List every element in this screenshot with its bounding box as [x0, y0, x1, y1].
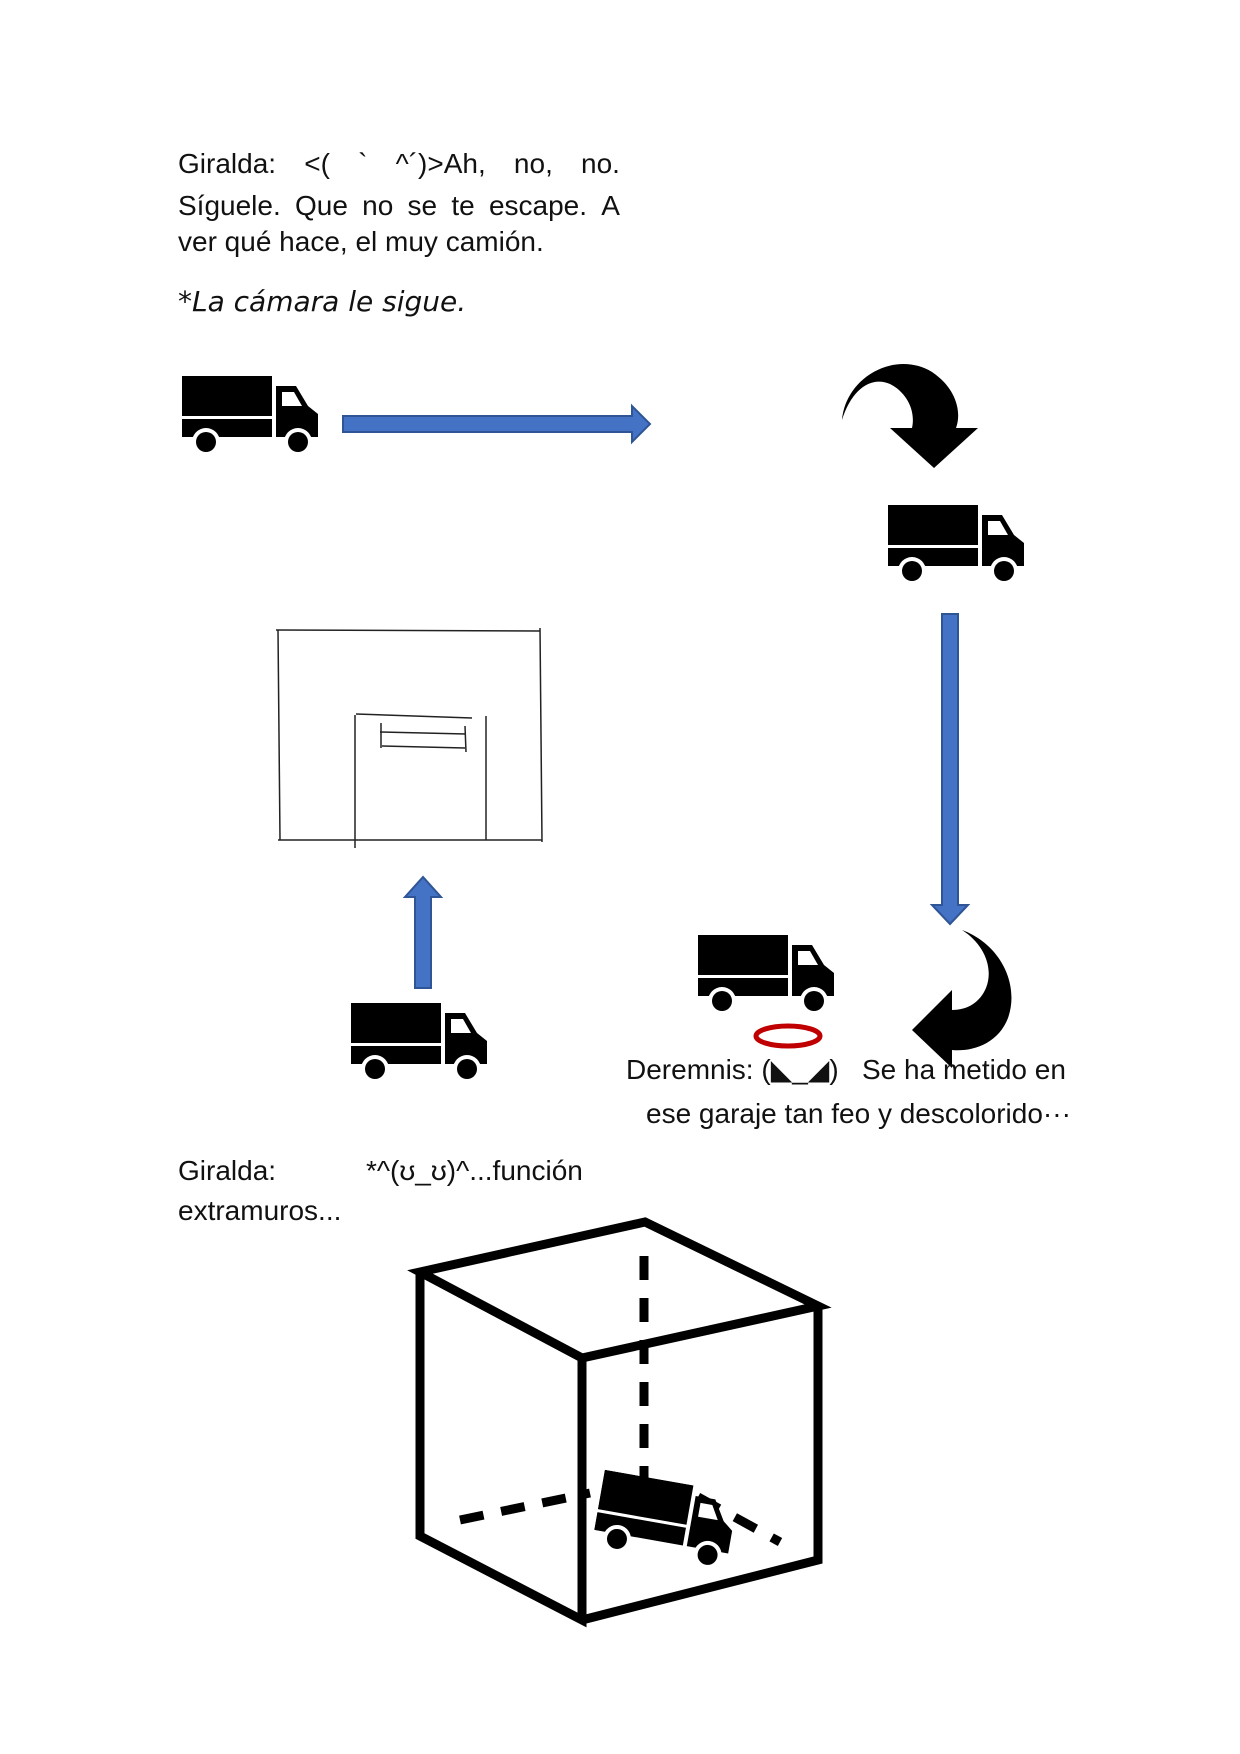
word: Giralda: — [178, 148, 277, 179]
arrow-down-icon — [929, 613, 971, 926]
word: se — [407, 190, 438, 221]
dialogue2-speaker: Giralda: — [178, 1155, 277, 1186]
word: Que — [294, 190, 348, 221]
emoticon: ◣_◢ — [770, 1054, 830, 1085]
dialogue-line-1: Giralda: <( ` ^´)>Ah, no, no. — [178, 146, 620, 182]
cube-icon — [407, 1217, 832, 1628]
curved-arrow-left-icon — [912, 930, 1012, 1068]
arrow-right-icon — [342, 403, 652, 445]
word: ^´)>Ah, — [395, 148, 486, 179]
deremnis-line-2: ese garaje tan feo y descolorido··· — [646, 1098, 1071, 1129]
dialogue-line-2: Síguele. Que no se te escape. A — [178, 188, 620, 224]
dialogue2-face: *^(ʊ_ʊ)^...función — [366, 1155, 583, 1186]
truck-icon — [698, 935, 834, 1015]
word: no, — [513, 148, 553, 179]
word: te — [451, 190, 475, 221]
dialogue-line-3: ver qué hace, el muy camión. — [178, 226, 544, 257]
truck-icon — [351, 1003, 487, 1083]
word: ` — [358, 148, 368, 179]
word: Síguele. — [178, 190, 281, 221]
truck-icon — [590, 1469, 739, 1573]
word: escape. — [488, 190, 588, 221]
dialogue2-line-2: extramuros... — [178, 1195, 342, 1226]
word: <( — [304, 148, 330, 179]
truck-icon — [888, 505, 1024, 585]
arrow-up-icon — [402, 875, 444, 989]
word: no — [362, 190, 394, 221]
garage-sketch — [275, 627, 543, 848]
word: A — [601, 190, 620, 221]
halo-icon — [753, 1023, 823, 1049]
deremnis-line-1: Deremnis: (◣_◢) Se ha metido en — [626, 1054, 1066, 1085]
stage-direction: *La cámara le sigue. — [178, 285, 467, 318]
curved-arrow-down-icon — [842, 364, 978, 468]
word: no. — [581, 148, 620, 179]
truck-icon — [182, 376, 318, 456]
